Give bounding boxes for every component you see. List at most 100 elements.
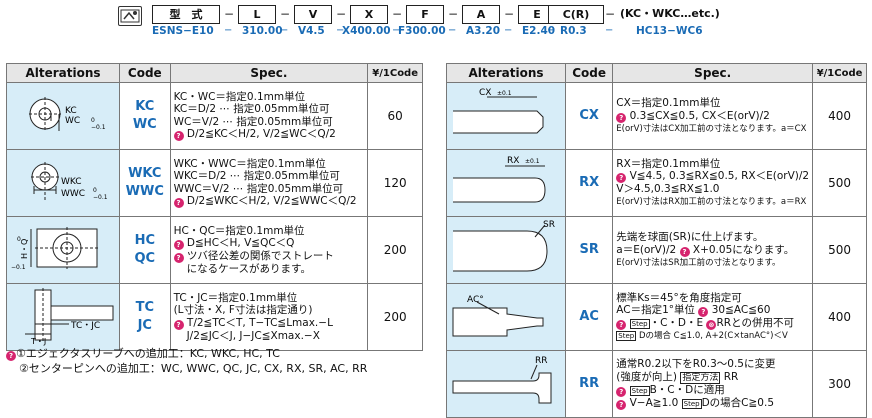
header-box-v: V: [294, 5, 332, 24]
cx-diagram: CX ±0.1: [446, 82, 566, 150]
table-row: CX ±0.1 CX CX＝指定0.1mm単位 ? 0.3≦CX≦0.5, CX…: [446, 82, 867, 150]
fig-label: RR: [535, 356, 548, 366]
header-box-model: 型 式: [152, 5, 220, 24]
step-badge: Step: [629, 319, 650, 329]
code-rr: RR: [564, 350, 614, 418]
example-model: ESNS−E10: [152, 25, 214, 37]
spec-tc-jc: TC・JC＝指定0.1mm単位 (L寸法・X, F寸法は指定通り) ? T/2≦…: [169, 283, 369, 351]
header-dash: −: [504, 7, 515, 21]
col-alterations: Alterations: [446, 63, 566, 83]
kc-wc-diagram: KC WC 0 −0.1: [6, 82, 120, 150]
rx-diagram: RX ±0.1: [446, 149, 566, 217]
wkc-wwc-diagram: WKC WWC 0 −0.1: [6, 149, 120, 217]
step-marker-icon: ?: [616, 112, 627, 123]
header-box-x: X: [350, 5, 388, 24]
step-marker-icon: ?: [173, 240, 184, 250]
step-badge: Step: [681, 398, 702, 409]
fig-label: 0: [17, 236, 21, 243]
step-badge: Step: [616, 331, 637, 341]
spec-ac: 標準Ks＝45°を角度指定可 AC＝指定1°単位 ? 30≦AC≦60 ? St…: [612, 283, 814, 351]
col-spec: Spec.: [612, 63, 814, 83]
price-kc-wc: 60: [367, 82, 423, 150]
example-alteration: HC13−WC6: [636, 25, 703, 37]
code-tc-jc: TC JC: [119, 283, 171, 351]
fig-label: WC: [65, 116, 80, 126]
example-a: A3.20: [466, 25, 501, 37]
header-dash: −: [448, 7, 459, 21]
header-box-f: F: [406, 5, 444, 24]
table-row: KC WC 0 −0.1 KC WC KC・WC＝指定0.1mm単位 KC＝D/…: [6, 82, 423, 150]
fig-label: CX: [479, 88, 491, 98]
code-hc-qc: HC QC: [119, 216, 171, 284]
fig-label: TC・JC: [70, 321, 100, 331]
spec-kc-wc: KC・WC＝指定0.1mm単位 KC＝D/2 ⋯ 指定0.05mm単位可 WC＝…: [169, 82, 369, 150]
step-marker-icon: ?: [173, 319, 184, 330]
step-marker-icon: ?: [616, 386, 627, 397]
example-l: 310.00: [242, 25, 283, 37]
header-dash: −: [392, 7, 403, 21]
fig-label: H・Q: [20, 239, 29, 259]
col-code: Code: [119, 63, 171, 83]
header-dash: −: [280, 7, 291, 21]
example-e: E2.40: [522, 25, 556, 37]
table-row: WKC WWC 0 −0.1 WKC WWC WKC・WWC＝指定0.1mm単位…: [6, 149, 423, 217]
spec-rx: RX＝指定0.1mm単位 ? V≦4.5, 0.3≦RX≦0.5, RX＜E(o…: [612, 149, 814, 217]
spec-diagram-icon: [118, 6, 142, 26]
table-row: AC° AC 標準Ks＝45°を角度指定可 AC＝指定1°単位 ? 30≦AC≦…: [446, 283, 867, 351]
spec-cx: CX＝指定0.1mm単位 ? 0.3≦CX≦0.5, CX＜E(orV)/2 E…: [612, 82, 814, 150]
price-ac: 400: [812, 283, 867, 351]
price-hc-qc: 200: [367, 216, 423, 284]
step-marker-icon: ?: [173, 198, 184, 209]
table-row: TC・JC T・J TC JC TC・JC＝指定0.1mm単位 (L寸法・X, …: [6, 283, 423, 351]
spec-sr: 先端を球面(SR)に仕上げます。 a＝E(orV)/2 ? X+0.05になりま…: [612, 216, 814, 284]
right-alterations-table: Alterations Code Spec. ¥/1Code CX ±0.1 C…: [446, 63, 867, 418]
code-cx: CX: [564, 82, 614, 150]
fig-label: 0: [91, 117, 95, 124]
example-r: R0.3: [560, 25, 587, 37]
price-wkc-wwc: 120: [367, 149, 423, 217]
code-rx: RX: [564, 149, 614, 217]
table-row: SR SR 先端を球面(SR)に仕上げます。 a＝E(orV)/2 ? X+0.…: [446, 216, 867, 284]
fig-label: KC: [65, 106, 77, 116]
spec-header: 型 式 − L − V − X − F − A − E −: [0, 0, 872, 52]
example-x: X400.00: [342, 25, 391, 37]
hc-qc-diagram: H・Q 0 −0.1: [6, 216, 120, 284]
fig-label: −0.1: [11, 264, 26, 271]
col-price: ¥/1Code: [367, 63, 423, 83]
fig-label: ±0.1: [497, 90, 512, 97]
fig-label: T・J: [30, 337, 46, 346]
prohibit-icon: ⊗: [706, 320, 717, 330]
header-box-cr: C(R): [548, 5, 604, 24]
header-etc: (KC・WKC…etc.): [620, 7, 720, 20]
price-rr: 300: [812, 350, 867, 418]
sr-diagram: SR: [446, 216, 566, 284]
col-spec: Spec.: [169, 63, 369, 83]
footnote-1: ?①エジェクタスリーブへの追加工：KC, WKC, HC, TC: [6, 346, 280, 361]
code-sr: SR: [564, 216, 614, 284]
code-kc-wc: KC WC: [119, 82, 171, 150]
step-marker-icon: ?: [173, 131, 184, 142]
step-marker-icon: ?: [173, 253, 184, 263]
fig-label: WKC: [61, 177, 82, 187]
col-alterations: Alterations: [6, 63, 120, 83]
step-marker-icon: ?: [616, 173, 627, 184]
ac-diagram: AC°: [446, 283, 566, 351]
example-f: F300.00: [398, 25, 446, 37]
fig-label: AC°: [467, 295, 484, 305]
left-alterations-table: Alterations Code Spec. ¥/1Code KC WC 0 −…: [6, 63, 423, 351]
fig-label: WWC: [61, 189, 85, 199]
tc-jc-diagram: TC・JC T・J: [6, 283, 120, 351]
header-box-a: A: [462, 5, 500, 24]
step-marker-icon: ?: [616, 320, 627, 330]
footnote-2: ②センターピンへの追加工：WC, WWC, QC, JC, CX, RX, SR…: [19, 362, 368, 375]
rr-diagram: RR: [446, 350, 566, 418]
fig-label: −0.1: [91, 124, 106, 131]
step-marker-icon: ?: [6, 351, 16, 361]
step-marker-icon: ?: [679, 246, 690, 257]
specify-method-label: 指定方法: [680, 371, 721, 384]
price-sr: 500: [812, 216, 867, 284]
header-box-l: L: [238, 5, 276, 24]
col-code: Code: [564, 63, 614, 83]
col-price: ¥/1Code: [812, 63, 867, 83]
table-row: RR RR 通常R0.2以下をR0.3〜0.5に変更 (強度が向上) 指定方法 …: [446, 350, 867, 418]
